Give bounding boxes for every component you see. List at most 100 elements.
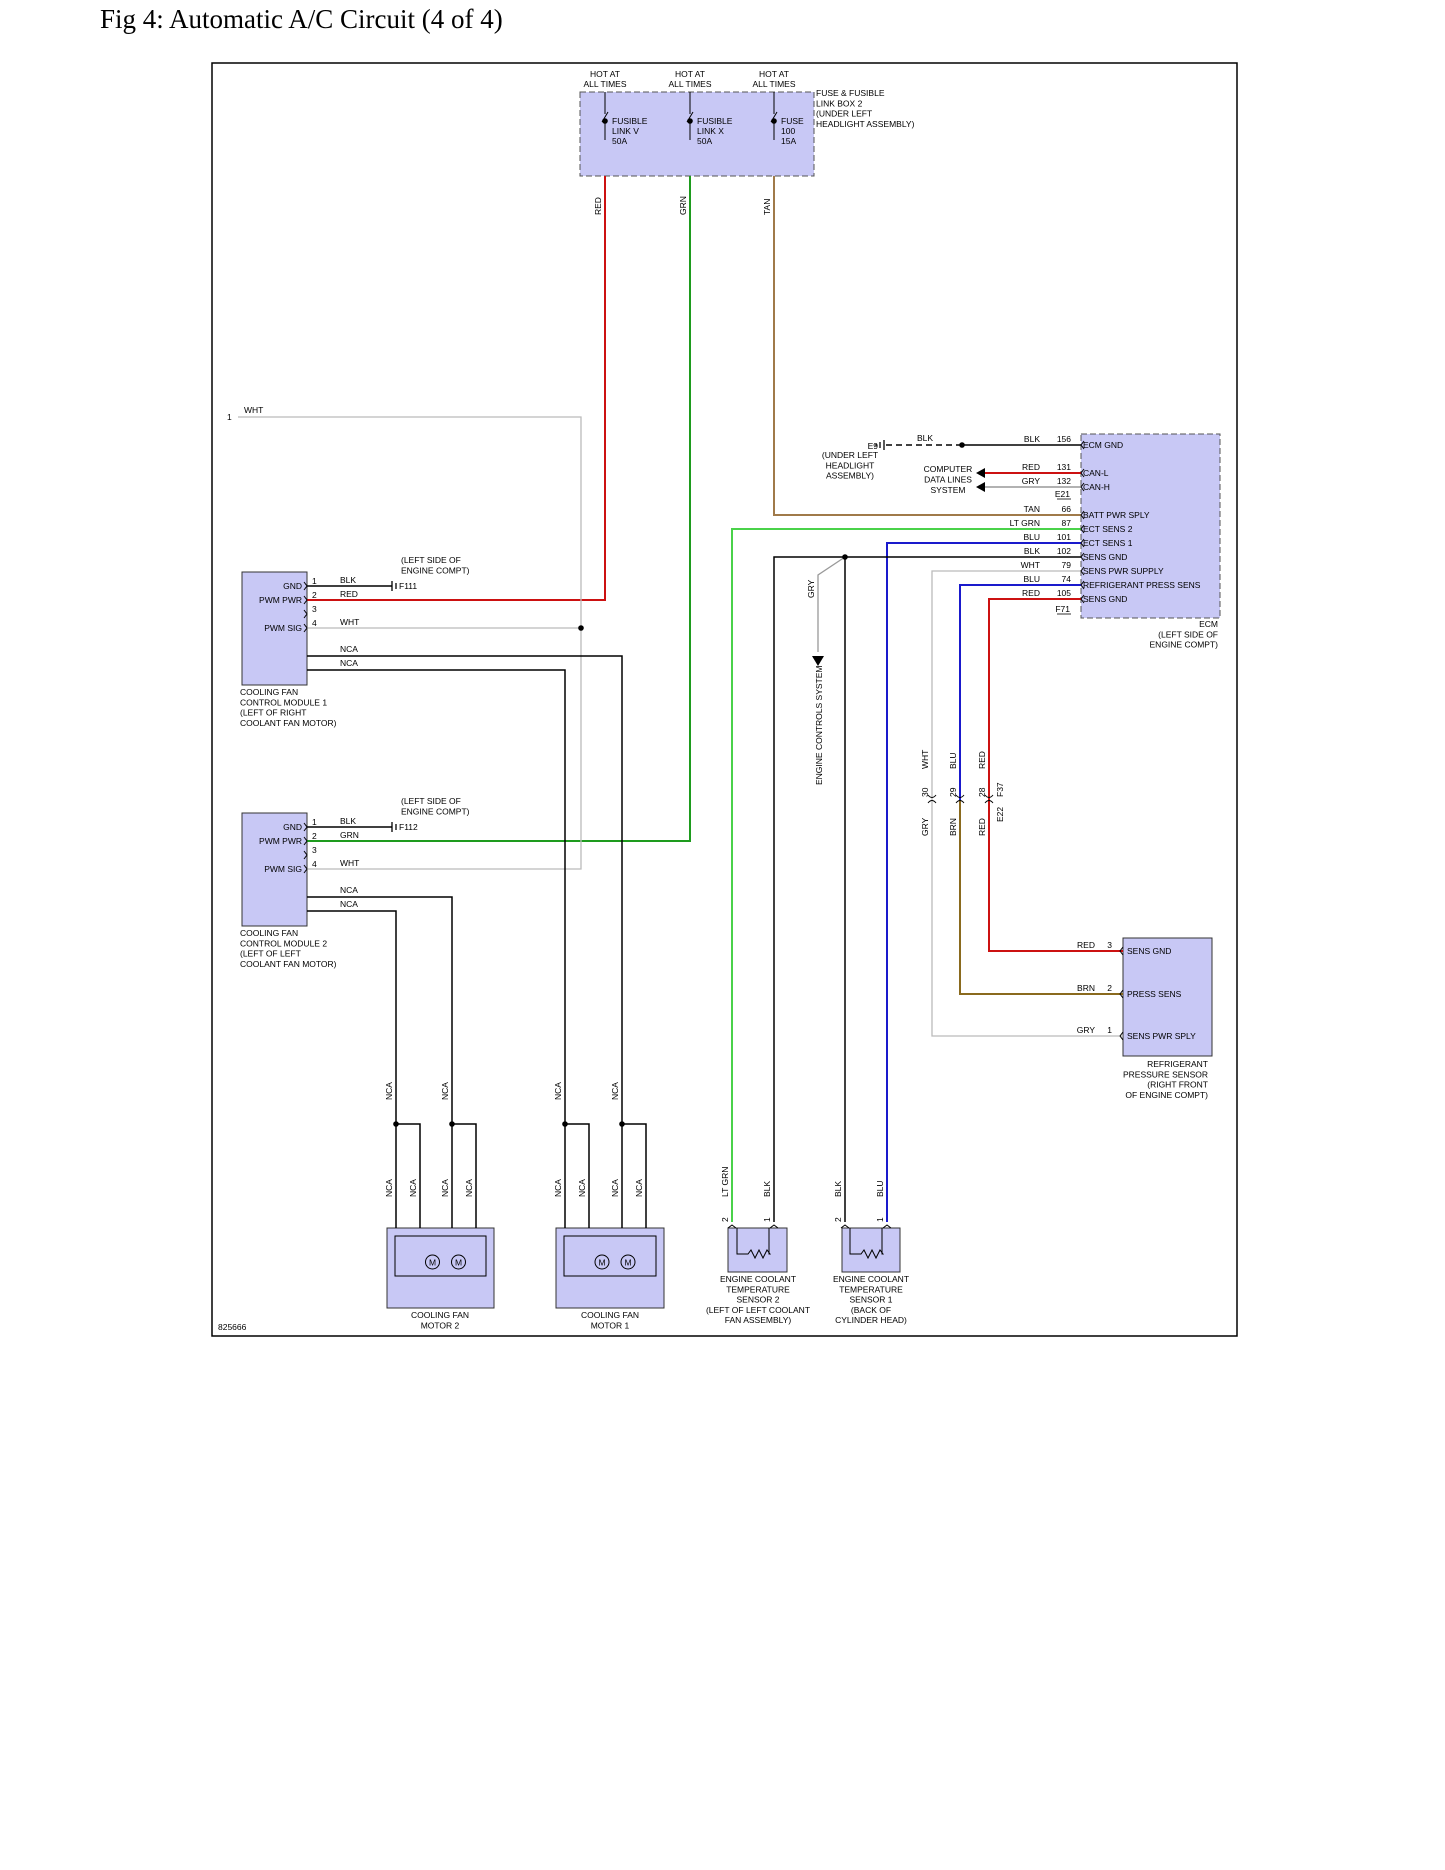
ecm-wire-color: BLU [1023, 574, 1040, 584]
ecm-connector-e21: E21 [1055, 489, 1070, 499]
fuse-label: FUSIBLE [612, 116, 648, 126]
module-2-name: COOLANT FAN MOTOR) [240, 959, 337, 969]
refrig-sensor-name: REFRIGERANT [1147, 1059, 1208, 1069]
computer-data-lines-label: DATA LINES [924, 475, 972, 485]
motor-1-motor-icon [620, 1254, 636, 1270]
ect-sensor-2-pin-number: 1 [762, 1217, 772, 1222]
nca-vertical-label: NCA [384, 1082, 394, 1100]
module-2-name: CONTROL MODULE 2 [240, 938, 327, 948]
ecm-wire-color: GRY [1022, 476, 1041, 486]
ecm-name: ECM [1199, 619, 1218, 629]
ecm-box [1080, 433, 1221, 619]
inline-top-color: WHT [920, 750, 930, 769]
nca-vertical-label: NCA [577, 1179, 587, 1197]
ecm-gnd-dot [959, 442, 965, 448]
ecm-pin-number: 131 [1057, 462, 1071, 472]
module-2-pin-label: PWM SIG [264, 864, 302, 874]
ect-sensor-2-name: TEMPERATURE [726, 1284, 790, 1294]
nca-vertical-label: NCA [464, 1179, 474, 1197]
ecm-pin-number: 79 [1062, 560, 1072, 570]
module-1-pin-number: 3 [312, 604, 317, 614]
module-1-pin-tick [303, 595, 308, 605]
module-2-name: COOLING FAN [240, 928, 298, 938]
nca-vertical-label: NCA [553, 1082, 563, 1100]
ecm-pin-tick [1080, 594, 1085, 604]
ecm-pin-tick [1080, 552, 1085, 562]
module-2-pin-label: GND [283, 822, 302, 832]
ecm-wire-color: BLK [1024, 434, 1040, 444]
inline-bottom-color: RED [977, 818, 987, 836]
ect-sensor-2-name: FAN ASSEMBLY) [725, 1315, 792, 1325]
ect-sensor-1-pin-number: 2 [833, 1217, 843, 1222]
cooling-fan-motor-2-box [386, 1227, 495, 1309]
ecm-pin-tick [1080, 524, 1085, 534]
inline-connector-e22: E22 [995, 807, 1005, 822]
nca-vertical-label: NCA [610, 1082, 620, 1100]
ect-sensor-2-name: ENGINE COOLANT [720, 1274, 796, 1284]
ect-sensor-1-thermistor-icon [849, 1228, 884, 1260]
fuse-wire-tan-label: TAN [762, 199, 772, 215]
ecm-pin-tick [1080, 510, 1085, 520]
inline-pin-number: 30 [920, 787, 930, 797]
inline-top-color: RED [977, 751, 987, 769]
ground-icon [391, 581, 397, 591]
engine-controls-wire [817, 556, 846, 652]
module-2-wire-color: GRN [340, 830, 359, 840]
ecm-pin-label: SENS PWR SUPPLY [1083, 566, 1164, 576]
refrig-pin-tick [1119, 946, 1124, 956]
ect-sensor-1-name: SENSOR 1 [850, 1295, 893, 1305]
ect1-signal-wire [886, 542, 1081, 1222]
fuse-box-name: LINK BOX 2 [816, 98, 863, 108]
hot-at-all-times-label: ALL TIMES [669, 79, 712, 89]
module-2-pin-number: 3 [312, 845, 317, 855]
ecm-wire-color: LT GRN [1010, 518, 1040, 528]
ecm-pin-label: ECT SENS 2 [1083, 524, 1133, 534]
fuse-box-name: HEADLIGHT ASSEMBLY) [816, 119, 915, 129]
fuse-label: 50A [612, 136, 627, 146]
motor-2-splice-wire [452, 1123, 477, 1228]
refrig-sensor-name: OF ENGINE COMPT) [1125, 1090, 1208, 1100]
nca-vertical-label: NCA [440, 1082, 450, 1100]
ect-sensor-2-pin-tick [727, 1224, 737, 1229]
ect-sensor-2-box [727, 1227, 788, 1273]
refrig-pin-tick [1119, 1031, 1124, 1041]
module-1-nca-label: NCA [340, 658, 358, 668]
ecm-pin-label: SENS GND [1083, 594, 1127, 604]
refrig-pin-number: 3 [1107, 940, 1112, 950]
module-2-pin-label: PWM PWR [259, 836, 302, 846]
ecm-pin-tick [1080, 482, 1085, 492]
module-2-ground-note: ENGINE COMPT) [401, 806, 470, 816]
ecm-pin-label: BATT PWR SPLY [1083, 510, 1150, 520]
ecm-pin-number: 74 [1062, 574, 1072, 584]
motor-2-motor-icon [451, 1254, 466, 1270]
fuse-label: 15A [781, 136, 796, 146]
wht-junction-dot [578, 625, 584, 631]
ect-sensor-1-pin-number: 1 [875, 1217, 885, 1222]
motor-1-motor-icon [594, 1254, 610, 1270]
inline-bottom-color: BRN [948, 818, 958, 836]
ecm-pin-number: 101 [1057, 532, 1071, 542]
module-1-ground-id: F111 [399, 581, 417, 591]
ecm-pin-number: 105 [1057, 588, 1071, 598]
inline-pin-number: 29 [948, 787, 958, 797]
ect-sensor-1-box [841, 1227, 901, 1273]
tan-batt-wire [773, 176, 1081, 516]
motor-1-name: COOLING FAN [581, 1310, 639, 1320]
ect-sensor-2-name: (LEFT OF LEFT COOLANT [706, 1305, 810, 1315]
module-1-nca-label: NCA [340, 644, 358, 654]
ecm-pin-tick [1080, 566, 1085, 576]
ect-sensor-1-pin-tick [882, 1224, 892, 1229]
nca-vertical-label: NCA [634, 1179, 644, 1197]
ecm-pin-tick [1080, 538, 1085, 548]
ground-e9-note: HEADLIGHT [826, 460, 875, 470]
computer-data-lines-label: COMPUTER [924, 464, 973, 474]
refrig-pin-tick [1119, 989, 1124, 999]
ecm-name: ENGINE COMPT) [1150, 640, 1219, 650]
ecm-wire-color: BLK [1024, 546, 1040, 556]
ecm-wire-color: WHT [1021, 560, 1040, 570]
ect-sensor-1-name: CYLINDER HEAD) [835, 1315, 907, 1325]
module-1-name: COOLING FAN [240, 687, 298, 697]
ecm-name: (LEFT SIDE OF [1158, 629, 1218, 639]
ect-sensor-1-pin-tick [840, 1224, 850, 1229]
refrig-pin-label: PRESS SENS [1127, 989, 1182, 999]
